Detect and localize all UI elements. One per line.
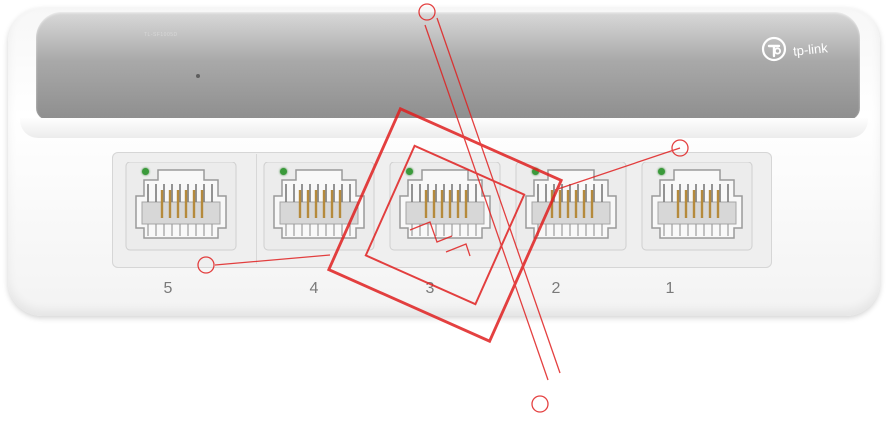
port-number-label: 3 bbox=[425, 280, 435, 297]
brand-block: tp-link bbox=[668, 34, 829, 64]
port-number-label: 1 bbox=[665, 280, 675, 297]
link-led bbox=[142, 168, 149, 175]
link-led bbox=[280, 168, 287, 175]
rj45-port-icon bbox=[260, 161, 378, 254]
rj45-port-icon bbox=[638, 161, 756, 254]
rj45-port-icon bbox=[512, 161, 630, 254]
brand-name: tp-link bbox=[792, 39, 829, 59]
link-led bbox=[658, 168, 665, 175]
switch-top-panel: TL-SF1005D tp-link bbox=[36, 12, 860, 120]
port-number-label: 2 bbox=[551, 280, 561, 297]
link-led bbox=[406, 168, 413, 175]
tp-link-logo-icon bbox=[761, 36, 787, 62]
rj45-port-icon bbox=[122, 161, 240, 254]
rj45-port-icon bbox=[386, 161, 504, 254]
top-lip bbox=[20, 118, 868, 138]
port-divider bbox=[256, 154, 257, 264]
power-led bbox=[196, 74, 200, 78]
port-number-label: 4 bbox=[309, 280, 319, 297]
link-led bbox=[532, 168, 539, 175]
port-number-label: 5 bbox=[163, 280, 173, 297]
model-label: TL-SF1005D bbox=[144, 32, 178, 38]
